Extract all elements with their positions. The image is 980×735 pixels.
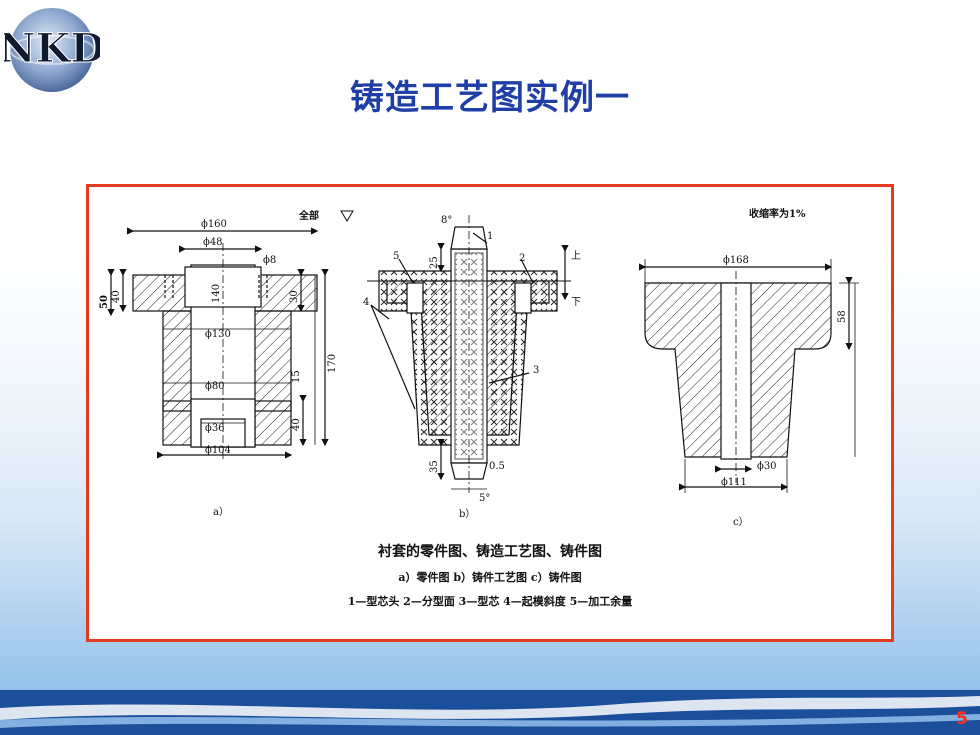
footer-swoosh	[0, 690, 980, 735]
dim-h58: 58	[837, 310, 848, 323]
dim-d104: ϕ104	[205, 445, 231, 456]
callout-1: 1	[487, 231, 493, 242]
dim-d160: ϕ160	[201, 219, 227, 230]
callout-3: 3	[533, 365, 539, 376]
dim-b-d05: 0.5	[489, 461, 505, 472]
label-up: 上	[571, 250, 581, 262]
dim-d130: ϕ130	[205, 329, 231, 340]
casting-drawing-c	[639, 259, 859, 493]
process-drawing-b	[367, 215, 571, 493]
label-c: c）	[733, 516, 749, 528]
part-drawing-a	[107, 227, 329, 459]
dim-h15: 15	[291, 370, 302, 383]
surface-note: 全部	[298, 209, 319, 222]
angle-top: 8°	[441, 215, 452, 226]
logo-text: NKD	[4, 25, 100, 72]
dim-d30: ϕ30	[757, 461, 777, 472]
dim-d168: ϕ168	[723, 255, 749, 266]
figure-caption: 衬套的零件图、铸造工艺图、铸件图	[378, 544, 602, 560]
figure-frame: 全部 ϕ160 ϕ48 ϕ8 ϕ130 ϕ80 ϕ36 ϕ104 50 40 1…	[86, 184, 894, 642]
dim-h40b: 40	[291, 418, 302, 431]
casting-drawings: 全部 ϕ160 ϕ48 ϕ8 ϕ130 ϕ80 ϕ36 ϕ104 50 40 1…	[99, 207, 859, 528]
figure-subcaption: a）零件图 b）铸件工艺图 c）铸件图	[398, 571, 582, 584]
shrinkage-note: 收缩率为1%	[749, 207, 806, 220]
dim-d80: ϕ80	[205, 381, 225, 392]
label-b: b）	[459, 508, 475, 520]
globe-icon	[10, 8, 94, 92]
nkd-logo: NKD	[4, 8, 100, 92]
dim-h40: 40	[111, 290, 122, 303]
dim-b-h35: 35	[429, 460, 440, 473]
figure-legend: 1—型芯头 2—分型面 3—型芯 4—起模斜度 5—加工余量	[347, 595, 633, 608]
page-number: 5	[956, 709, 968, 729]
dim-h50: 50	[99, 295, 110, 309]
dim-b-h25: 25	[429, 256, 440, 269]
slide-title: 铸造工艺图实例一	[350, 78, 630, 118]
angle-bottom: 5°	[479, 493, 490, 504]
callout-5: 5	[393, 251, 399, 262]
callout-4: 4	[363, 297, 369, 308]
surface-finish-icon	[340, 210, 354, 222]
dim-d36: ϕ36	[205, 423, 225, 434]
label-a: a）	[213, 506, 229, 518]
dim-h170: 170	[327, 354, 338, 373]
label-down: 下	[571, 297, 581, 308]
dim-d48: ϕ48	[203, 237, 223, 248]
dim-d111: ϕ111	[721, 477, 747, 488]
dim-d8: ϕ8	[263, 255, 276, 266]
dim-h140: 140	[211, 284, 222, 303]
dim-h30: 30	[289, 290, 300, 303]
callout-2: 2	[519, 253, 525, 264]
